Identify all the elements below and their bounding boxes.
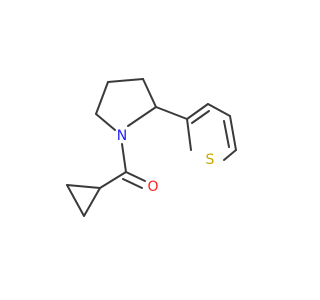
bond-c2-c3 (142, 78, 157, 108)
canvas-background (0, 0, 300, 300)
bond-cp3-cp1 (83, 187, 101, 217)
cyclopropane-ring (66, 184, 101, 217)
bond-tc2-tc3-double (191, 110, 210, 124)
oxygen-label: O (147, 179, 158, 195)
bond-s-tc2 (186, 118, 192, 151)
bond-c4-c5 (95, 81, 109, 115)
bond-n-carbonyl (121, 143, 127, 173)
bond-tc2-tc3 (186, 103, 209, 120)
bond-tc5-s (223, 149, 237, 161)
sulfur-label: S (206, 152, 215, 168)
bond-c2-thiophene (155, 106, 188, 120)
bond-c3-c4 (107, 78, 144, 83)
bond-tc4-tc5-double (223, 120, 230, 148)
bond-c-o (125, 171, 146, 182)
thiophene-ring (186, 103, 237, 161)
pyrrolidine-ring (95, 78, 157, 131)
bond-carbonyl-cyclopropyl (99, 171, 127, 189)
bond-c-o-double (122, 178, 143, 189)
bond-n-c2 (127, 106, 157, 127)
bond-c5-n (95, 113, 116, 131)
bond-cp2-cp3 (66, 184, 85, 217)
bond-tc3-tc4 (207, 103, 231, 117)
molecule-structure-diagram: N O S (0, 0, 300, 300)
bond-cp1-cp2 (66, 184, 101, 189)
bond-tc4-tc5 (229, 115, 237, 151)
nitrogen-label: N (117, 128, 127, 144)
carbonyl-group (122, 171, 146, 189)
